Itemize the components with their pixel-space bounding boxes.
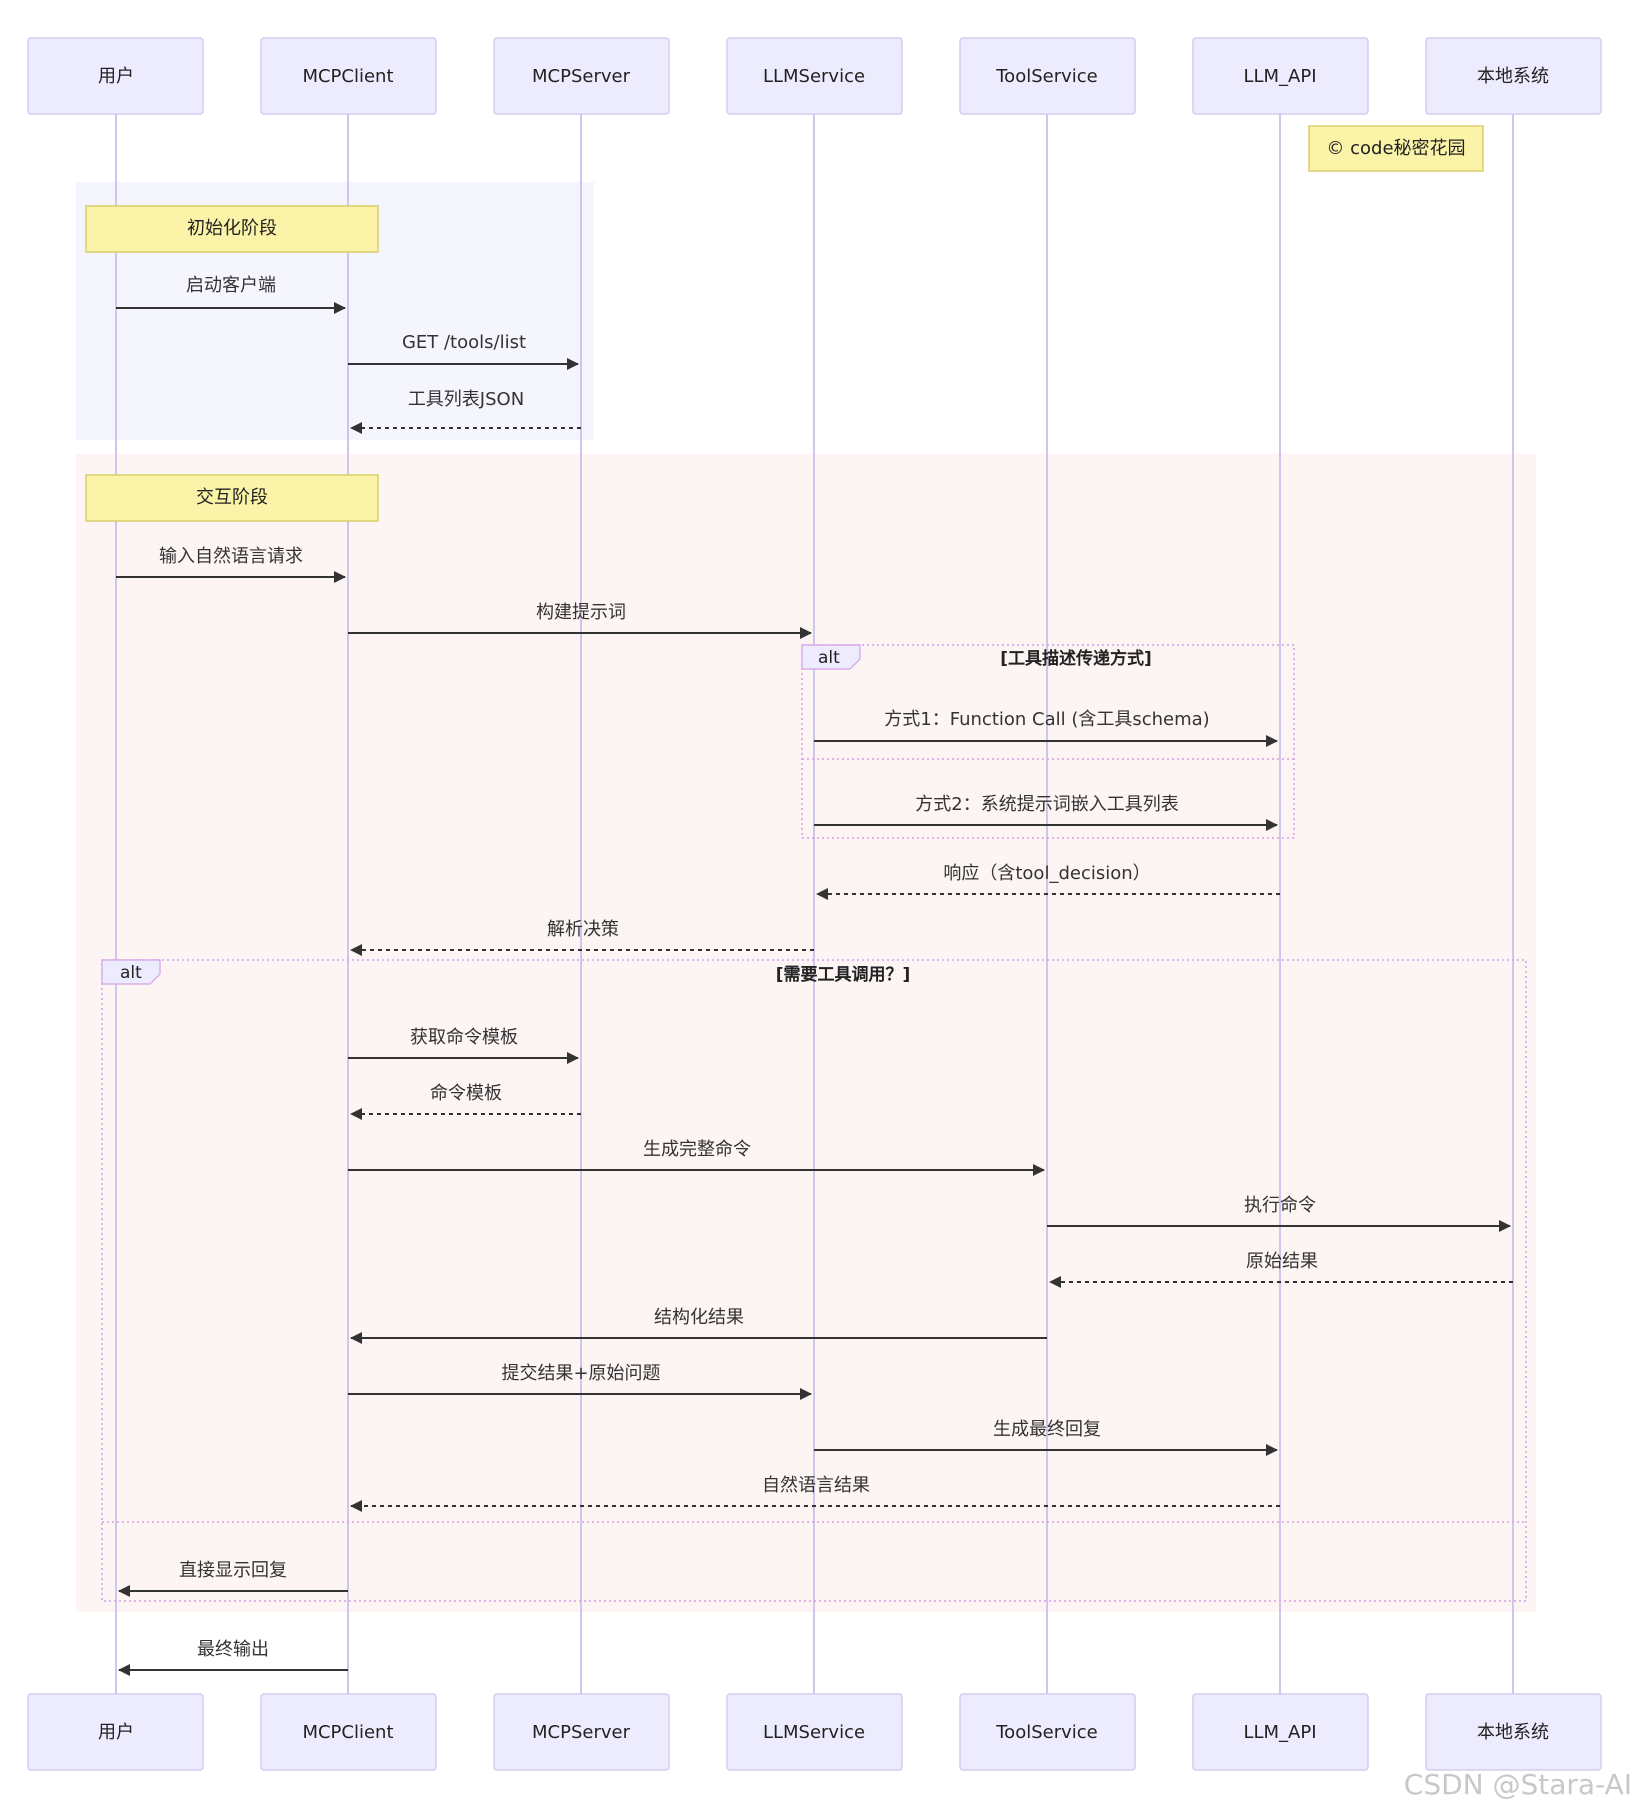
- participant-box-mcpserver: [493, 1693, 670, 1771]
- phase-interaction-background: [76, 454, 1536, 1612]
- participant-label-llm-api: LLM_API: [1243, 66, 1316, 87]
- alt-frame-need-tool-call: alt [需要工具调用？]: [101, 959, 1527, 1602]
- message-label: 方式1：Function Call (含工具schema): [884, 709, 1209, 730]
- copyright-label: © code秘密花园: [1326, 138, 1465, 159]
- participant-label-mcpclient: MCPClient: [302, 66, 393, 87]
- lifelines: [115, 114, 1514, 1694]
- participant-box-toolservice: [959, 37, 1136, 115]
- alt-condition: [工具描述传递方式]: [1000, 648, 1152, 669]
- alt-frame-border: [101, 959, 1527, 1602]
- alt-keyword: alt: [120, 963, 142, 983]
- message-label: 结构化结果: [654, 1307, 744, 1328]
- phase-note-interaction: 交互阶段: [85, 474, 379, 522]
- alt-condition: [需要工具调用？]: [776, 965, 911, 985]
- participant-label-llmservice: LLMService: [763, 66, 865, 87]
- messages: [116, 302, 1513, 1676]
- message-label: 直接显示回复: [179, 1560, 287, 1581]
- participant-box-user: [27, 37, 204, 115]
- message-label: 执行命令: [1244, 1195, 1316, 1216]
- participant-box-llm-api: [1192, 37, 1369, 115]
- participant-label-user: 用户: [98, 66, 134, 87]
- message-label: 生成完整命令: [643, 1139, 751, 1160]
- participant-box-user: [27, 1693, 204, 1771]
- message-labels: 启动客户端 GET /tools/list 工具列表JSON 输入自然语言请求 …: [159, 275, 1318, 1660]
- phase-note-init: 初始化阶段: [85, 205, 379, 253]
- participant-label-llmservice: LLMService: [763, 1722, 865, 1743]
- participant-label-llm-api: LLM_API: [1243, 1722, 1316, 1743]
- alt-frame-tab: [801, 644, 861, 670]
- participant-label-mcpserver: MCPServer: [532, 1722, 631, 1743]
- message-label: 命令模板: [430, 1083, 502, 1104]
- phase-label: 初始化阶段: [187, 218, 277, 239]
- participants-top: 用户 MCPClient MCPServer LLMService ToolSe…: [27, 37, 1602, 115]
- message-label: 解析决策: [547, 919, 619, 940]
- participants-bottom: 用户 MCPClient MCPServer LLMService ToolSe…: [27, 1693, 1602, 1771]
- message-label: 提交结果+原始问题: [501, 1363, 660, 1384]
- message-label: 自然语言结果: [762, 1475, 870, 1496]
- participant-box-llm-api: [1192, 1693, 1369, 1771]
- participant-label-local-system: 本地系统: [1477, 1722, 1549, 1743]
- message-label: 启动客户端: [186, 275, 276, 296]
- participant-label-toolservice: ToolService: [995, 1722, 1098, 1743]
- alt-frame-tab: [101, 959, 161, 985]
- watermark: CSDN @Stara-AI: [1404, 1768, 1632, 1801]
- message-label: 方式2：系统提示词嵌入工具列表: [915, 794, 1178, 815]
- participant-label-local-system: 本地系统: [1477, 66, 1549, 87]
- copyright-note: © code秘密花园: [1308, 125, 1484, 172]
- message-label: 获取命令模板: [410, 1027, 518, 1048]
- participant-box-mcpserver: [493, 37, 670, 115]
- participant-box-local-system: [1425, 37, 1602, 115]
- participant-label-user: 用户: [98, 1722, 134, 1743]
- participant-box-llmservice: [726, 37, 903, 115]
- alt-keyword: alt: [818, 648, 840, 668]
- message-label: 最终输出: [197, 1639, 269, 1660]
- participant-label-toolservice: ToolService: [995, 66, 1098, 87]
- participant-box-llmservice: [726, 1693, 903, 1771]
- message-label: 输入自然语言请求: [159, 546, 303, 567]
- message-label: 响应（含tool_decision）: [943, 863, 1150, 884]
- message-label: 原始结果: [1246, 1251, 1318, 1272]
- participant-box-mcpclient: [260, 37, 437, 115]
- message-label: 构建提示词: [536, 602, 626, 623]
- participant-label-mcpclient: MCPClient: [302, 1722, 393, 1743]
- message-label: 工具列表JSON: [408, 389, 524, 410]
- participant-box-local-system: [1425, 1693, 1602, 1771]
- message-label: GET /tools/list: [402, 332, 526, 353]
- participant-box-toolservice: [959, 1693, 1136, 1771]
- alt-frame-tool-description: alt [工具描述传递方式]: [801, 644, 1295, 839]
- participant-label-mcpserver: MCPServer: [532, 66, 631, 87]
- participant-box-mcpclient: [260, 1693, 437, 1771]
- alt-frame-border: [801, 644, 1295, 839]
- phase-label: 交互阶段: [196, 487, 268, 508]
- message-label: 生成最终回复: [993, 1419, 1101, 1440]
